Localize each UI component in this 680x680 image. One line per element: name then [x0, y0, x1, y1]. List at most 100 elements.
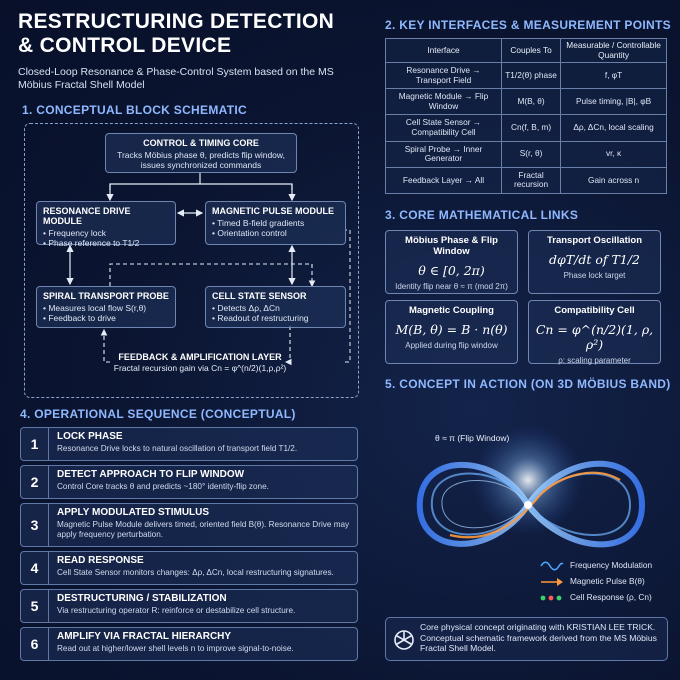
table-cell: vr, κ [560, 140, 667, 168]
spiral-line-2: • Feedback to drive [43, 313, 116, 323]
legend-item: Frequency Modulation [540, 560, 670, 576]
step-card: 2 DETECT APPROACH TO FLIP WINDOW Control… [20, 465, 358, 499]
math-card-compatibility-cell: Compatibility Cell Cn = φ^(n/2)(1, ρ, ρ²… [528, 300, 661, 365]
magnetic-pulse-box: MAGNETIC PULSE MODULE • Timed B-field gr… [205, 201, 346, 245]
table-cell: Cell State Sensor → Compatibility Cell [385, 114, 502, 142]
resonance-drive-title: RESONANCE DRIVE MODULE [43, 206, 131, 226]
openai-logo-icon [394, 630, 414, 650]
credit-text: Core physical concept originating with K… [420, 622, 657, 653]
math-card-transport-oscillation: Transport Oscillation dφT/dt of T1/2 Pha… [528, 230, 661, 294]
step-title: DETECT APPROACH TO FLIP WINDOW [57, 469, 245, 480]
table-cell: Magnetic Module → Flip Window [385, 88, 502, 116]
cell-state-title: CELL STATE SENSOR [212, 291, 307, 301]
legend-label: Frequency Modulation [570, 560, 653, 570]
table-cell: Resonance Drive → Transport Field [385, 61, 502, 90]
schematic-frame [24, 123, 359, 398]
table-header-row: Interface Couples To Measurable / Contro… [385, 38, 667, 63]
table-cell: Pulse timing, |B|, φB [560, 88, 667, 116]
math-card-title: Magnetic Coupling [409, 305, 494, 316]
table-row: Resonance Drive → Transport Field T1/2(θ… [385, 61, 667, 90]
legend-label: Magnetic Pulse B(θ) [570, 576, 645, 586]
math-card-subtext: Identity flip near θ ≈ π (mod 2π) [395, 282, 508, 291]
math-card-title: Transport Oscillation [546, 235, 643, 246]
table-cell: S(r, θ) [500, 140, 562, 168]
table-cell: T1/2(θ) phase [500, 61, 562, 90]
flip-window-glow [473, 425, 583, 535]
flip-point-marker [524, 501, 532, 509]
magnetic-pulse-trace [449, 471, 621, 539]
legend-label: Cell Response (ρ, Cn) [570, 592, 652, 602]
math-card-title: Möbius Phase & Flip Window [405, 235, 498, 257]
step-number: 5 [21, 590, 49, 622]
page-subtitle: Closed-Loop Resonance & Phase-Control Sy… [18, 66, 334, 91]
step-desc: Via restructuring operator R: reinforce … [57, 606, 296, 615]
cell-line-1: • Detects Δρ, ΔCn [212, 303, 280, 313]
legend: Frequency Modulation Magnetic Pulse B(θ)… [540, 560, 670, 608]
legend-item: Magnetic Pulse B(θ) [540, 576, 670, 592]
math-card-magnetic-coupling: Magnetic Coupling M(B, θ) = B · n(θ) App… [385, 300, 518, 364]
table-row: Feedback Layer → All Fractal recursion G… [385, 166, 667, 195]
flip-window-label: θ ≈ π (Flip Window) [435, 433, 510, 443]
feedback-desc: Fractal recursion gain via Cn = φ^(n/2)(… [113, 363, 287, 373]
section-1-heading: 1. CONCEPTUAL BLOCK SCHEMATIC [22, 103, 247, 117]
control-core-title: CONTROL & TIMING CORE [143, 138, 259, 148]
table-cell: Spiral Probe → Inner Generator [385, 140, 502, 168]
step-title: APPLY MODULATED STIMULUS [57, 507, 210, 518]
cell-line-2: • Readout of restructuring [212, 313, 309, 323]
math-card-subtext: Applied during flip window [405, 341, 498, 350]
step-title: AMPLIFY VIA FRACTAL HIERARCHY [57, 631, 232, 642]
math-card-title: Compatibility Cell [554, 305, 635, 316]
spiral-probe-box: SPIRAL TRANSPORT PROBE • Measures local … [36, 286, 176, 328]
mobius-band-illustration [416, 425, 646, 548]
cell-dots-icon [540, 595, 562, 601]
interfaces-table: Interface Couples To Measurable / Contro… [385, 38, 667, 195]
frequency-wave-icon [540, 561, 564, 571]
step-number: 6 [21, 628, 49, 660]
step-card: 1 LOCK PHASE Resonance Drive locks to na… [20, 427, 358, 461]
table-cell: Fractal recursion [500, 166, 562, 195]
table-cell: Feedback Layer → All [385, 166, 502, 195]
resonance-line-2: • Phase reference to T1/2 [43, 238, 140, 248]
control-core-box: CONTROL & TIMING CORE Tracks Möbius phas… [105, 133, 297, 173]
section-4-heading: 4. OPERATIONAL SEQUENCE (CONCEPTUAL) [20, 407, 296, 421]
pulse-arrow-icon [541, 578, 563, 586]
step-title: LOCK PHASE [57, 431, 123, 442]
page-title: RESTRUCTURING DETECTION & CONTROL DEVICE [18, 10, 335, 57]
legend-item: Cell Response (ρ, Cn) [540, 592, 670, 608]
table-row: Magnetic Module → Flip Window M(B, θ) Pu… [385, 88, 667, 116]
step-desc: Read out at higher/lower shell levels n … [57, 644, 294, 653]
table-cell: Cn(f, B, m) [500, 114, 562, 142]
step-number: 2 [21, 466, 49, 498]
magnetic-line-2: • Orientation control [212, 228, 287, 238]
math-card-formula: Cn = φ^(n/2)(1, ρ, ρ²) [535, 322, 654, 352]
step-title: READ RESPONSE [57, 555, 144, 566]
control-core-desc: Tracks Möbius phase θ, predicts flip win… [117, 150, 285, 170]
step-title: DESTRUCTURING / STABILIZATION [57, 593, 227, 604]
table-cell: Δρ, ΔCn, local scaling [560, 114, 667, 142]
step-card: 5 DESTRUCTURING / STABILIZATION Via rest… [20, 589, 358, 623]
math-card-subtext: Phase lock target [563, 271, 626, 280]
magnetic-pulse-title: MAGNETIC PULSE MODULE [212, 206, 335, 216]
step-card: 3 APPLY MODULATED STIMULUS Magnetic Puls… [20, 503, 358, 547]
table-header-cell: Couples To [500, 38, 562, 63]
table-header-cell: Interface [385, 38, 502, 63]
math-card-formula: M(B, θ) = B · n(θ) [395, 322, 508, 337]
math-card-mobius-phase: Möbius Phase & Flip Window θ ∈ [0, 2π) I… [385, 230, 518, 294]
step-number: 4 [21, 552, 49, 584]
step-card: 4 READ RESPONSE Cell State Sensor monito… [20, 551, 358, 585]
table-cell: f, φT [560, 61, 667, 90]
feedback-title: FEEDBACK & AMPLIFICATION LAYER [118, 352, 282, 362]
step-card: 6 AMPLIFY VIA FRACTAL HIERARCHY Read out… [20, 627, 358, 661]
credit-box: Core physical concept originating with K… [385, 617, 668, 661]
table-row: Spiral Probe → Inner Generator S(r, θ) v… [385, 140, 667, 168]
math-card-formula: dφT/dt of T1/2 [549, 252, 640, 267]
table-cell: M(B, θ) [500, 88, 562, 116]
math-card-subtext: ρ: scaling parameter [558, 356, 631, 365]
mobius-band-strand [441, 480, 529, 529]
step-number: 3 [21, 504, 49, 546]
step-desc: Magnetic Pulse Module delivers timed, or… [57, 520, 350, 539]
spiral-probe-title: SPIRAL TRANSPORT PROBE [43, 291, 169, 301]
section-5-heading: 5. CONCEPT IN ACTION (ON 3D MÖBIUS BAND) [385, 377, 671, 391]
table-header-cell: Measurable / Controllable Quantity [560, 38, 667, 63]
math-card-formula: θ ∈ [0, 2π) [418, 263, 485, 278]
